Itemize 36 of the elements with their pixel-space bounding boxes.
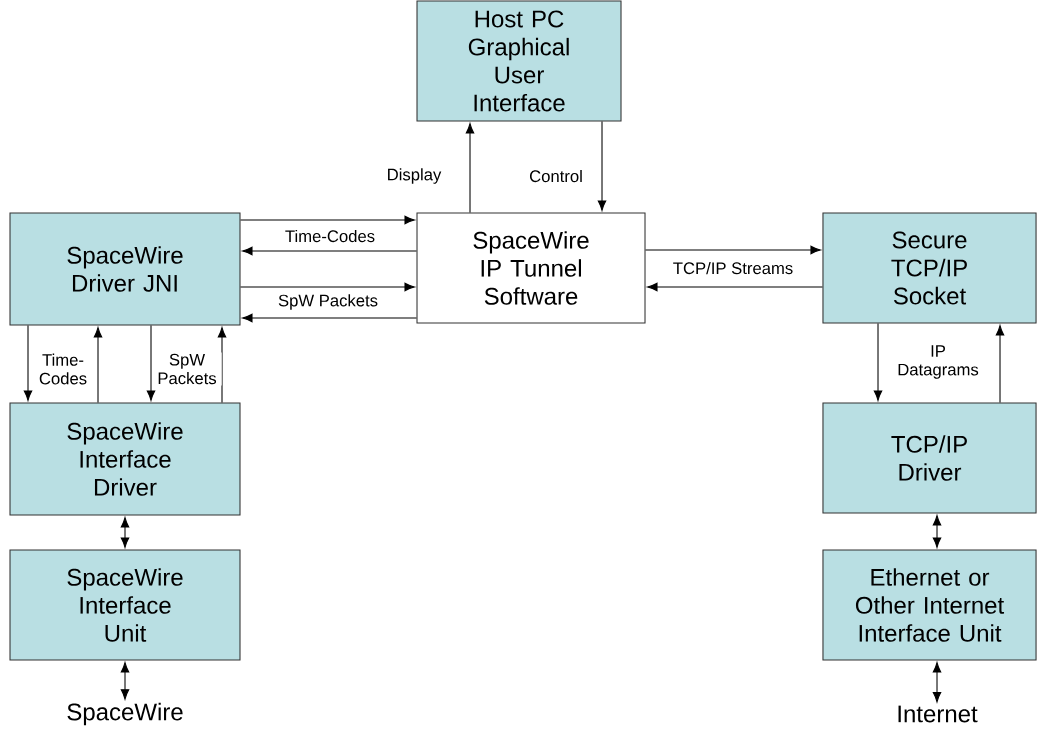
edge-label: SpW Packets [152,352,222,386]
arrow [240,282,415,292]
process-box: Ethernet or Other Internet Interface Unit [822,549,1037,661]
process-box: SpaceWire Interface Driver [9,402,241,516]
process-box: SpaceWire Driver JNI [9,212,241,326]
arrow [873,323,883,401]
edge-label: IP Datagrams [890,343,986,381]
edge-label: Control [527,168,585,184]
arrow [146,325,156,401]
arrow [217,327,227,403]
arrow [645,245,821,255]
arrow [647,282,823,292]
arrow [23,325,33,401]
process-box: Secure TCP/IP Socket [822,212,1037,324]
arrow [932,662,942,703]
endpoint-label: SpaceWire [67,702,183,726]
edge-label: Display [385,166,443,186]
process-box: TCP/IP Driver [822,402,1037,514]
process-box: SpaceWire IP Tunnel Software [416,212,646,324]
process-box: Host PC Graphical User Interface [416,0,622,122]
edge-label: SpW Packets [276,292,380,312]
arrow [120,662,130,700]
arrow [240,215,415,225]
edge-label: TCP/IP Streams [671,260,795,276]
arrow [995,325,1005,403]
arrow [120,517,130,548]
edge-label: Time-Codes [31,352,95,386]
endpoint-label: Internet [898,705,978,723]
edge-label: Time-Codes [283,228,377,244]
arrow [242,246,417,256]
process-box: SpaceWire Interface Unit [9,549,241,661]
arrow [242,313,417,323]
arrow [932,515,942,548]
arrow [465,123,475,213]
arrow [93,327,103,403]
arrow [597,121,607,211]
